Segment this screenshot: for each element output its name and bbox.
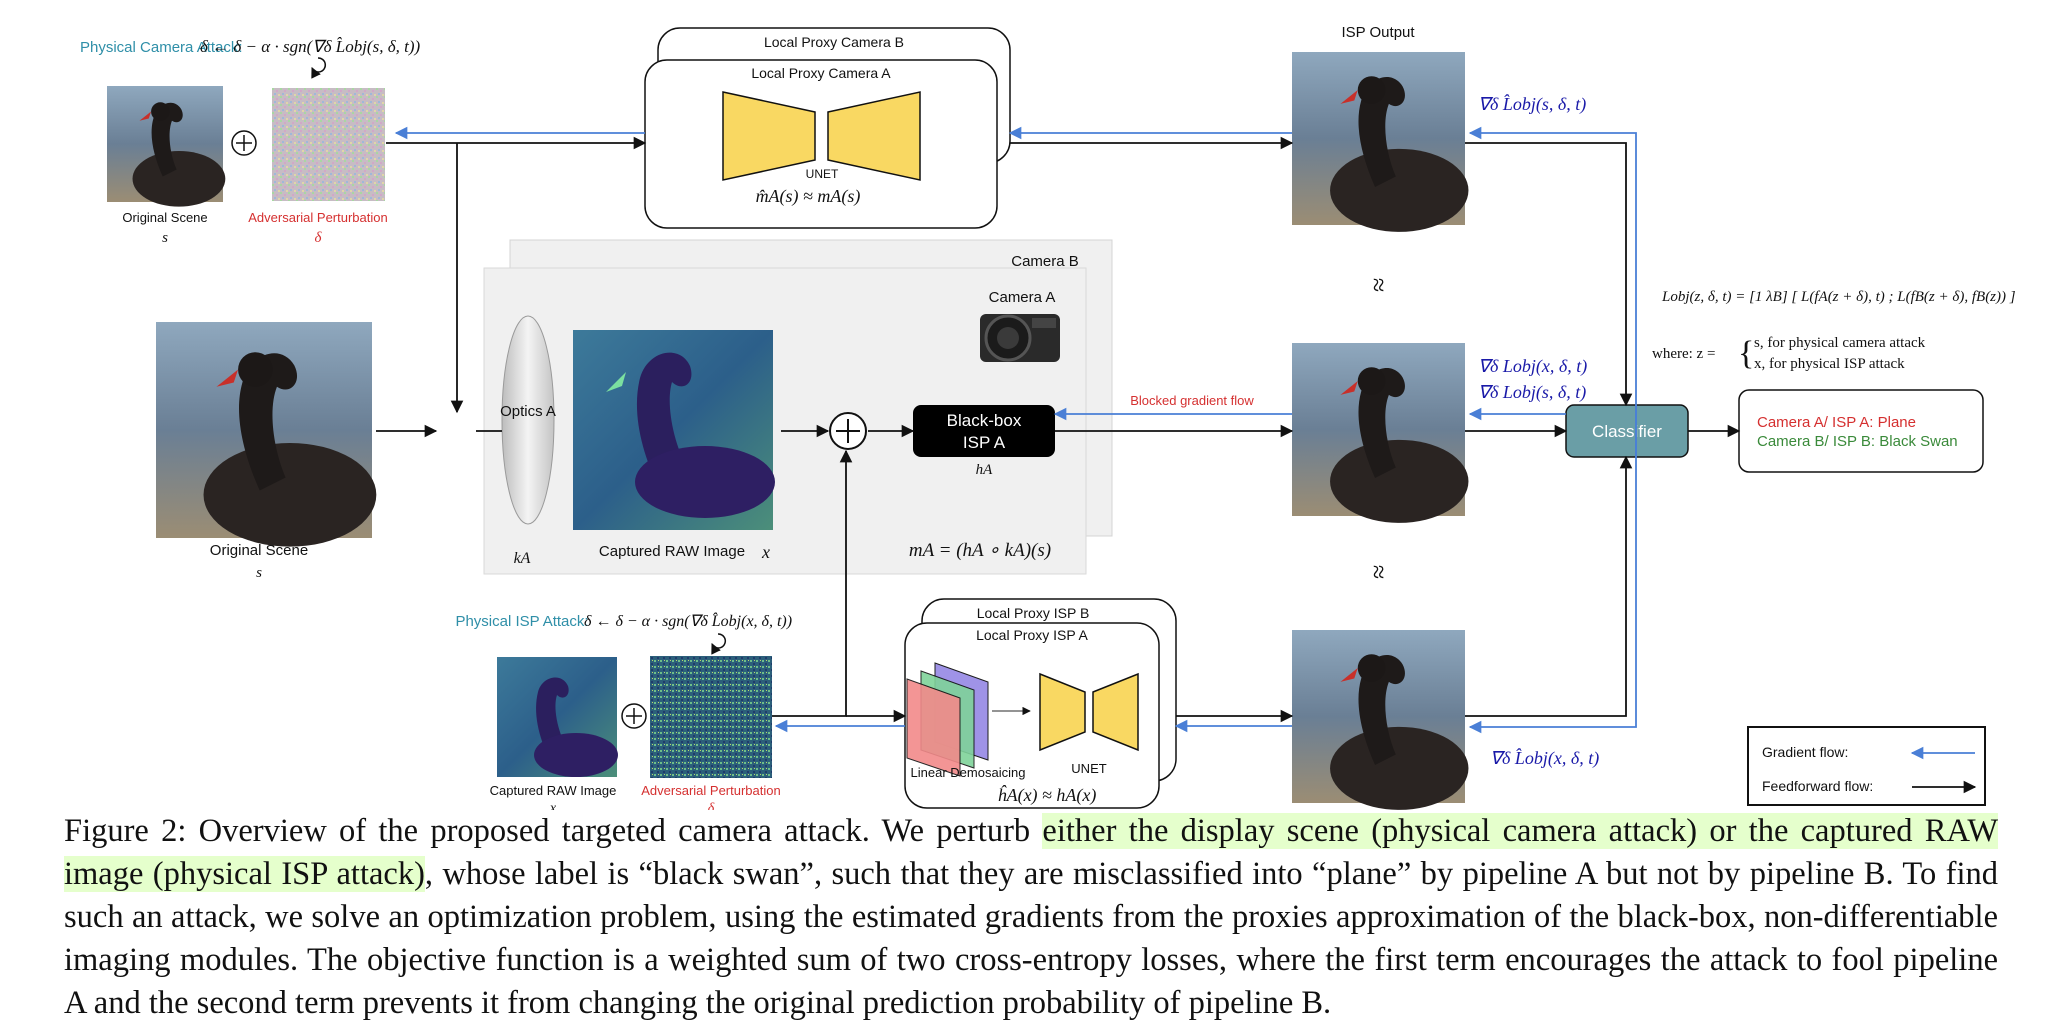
camera-update-rule: δ ← δ − α · sgn(∇δ L̂obj(s, δ, t))	[200, 37, 420, 56]
proxy-isp-a-label: Local Proxy ISP A	[976, 627, 1088, 643]
composition-formula: mA = (hA ∘ kA)(s)	[909, 540, 1051, 561]
gradient-label-bottom: ∇δ L̂obj(x, δ, t)	[1490, 748, 1599, 769]
objective-line: Lobj(z, δ, t) = [1 λB] [ L(fA(z + δ), t)…	[1661, 289, 2016, 305]
isp-attack-title: Physical ISP Attack:	[455, 613, 588, 630]
main-scene-label: Original Scene	[210, 542, 308, 559]
isp-raw-thumbnail	[497, 657, 618, 777]
raw-image-symbol: x	[761, 542, 770, 562]
proxy-camera-formula: m̂A(s) ≈ mA(s)	[756, 186, 861, 207]
demosaic-label: Linear Demosaicing	[911, 765, 1026, 780]
original-scene-label: Original Scene	[122, 210, 207, 225]
isp-symbol: hA	[976, 462, 994, 478]
proxy-isp-formula: ĥA(x) ≈ hA(x)	[998, 784, 1097, 806]
black-box-isp	[913, 405, 1055, 457]
original-scene-symbol: s	[162, 230, 168, 246]
gradient-flows	[394, 126, 1637, 734]
figure-caption: Figure 2: Overview of the proposed targe…	[64, 810, 1998, 1025]
isp-output-camera-image	[1292, 52, 1469, 232]
main-scene-symbol: s	[256, 565, 262, 581]
original-scene-thumbnail	[107, 86, 226, 207]
objective-case-1: s, for physical camera attack	[1754, 335, 1926, 351]
proxy-camera-b-label: Local Proxy Camera B	[764, 34, 904, 50]
isp-perturbation-symbol: δ	[708, 801, 715, 810]
optics-symbol: kA	[514, 550, 531, 567]
caption-part-2: , whose label is “black swan”, such that…	[64, 856, 1998, 1021]
gradient-label-top: ∇δ L̂obj(s, δ, t)	[1478, 94, 1586, 115]
proxy-camera-unet-label: UNET	[806, 167, 839, 181]
classifier-label: Classifier	[1592, 422, 1662, 441]
perturbation-label: Adversarial Perturbation	[248, 210, 387, 225]
optics-lens-shape	[501, 315, 555, 525]
isp-update-rule: δ ← δ − α · sgn(∇δ L̂obj(x, δ, t))	[584, 611, 792, 630]
camera-icon	[980, 314, 1060, 362]
demosaic-stack-icon	[906, 662, 989, 777]
isp-output-title: ISP Output	[1341, 24, 1415, 41]
proxy-isp-unet-encoder	[1039, 672, 1086, 752]
objective-where: where: z =	[1652, 346, 1715, 362]
proxy-isp-unet-decoder	[1092, 672, 1139, 752]
proxy-camera-a-label: Local Proxy Camera A	[751, 65, 891, 81]
classifier-output-b: Camera B/ ISP B: Black Swan	[1757, 433, 1958, 450]
optics-label: Optics A	[500, 403, 556, 420]
isp-perturbation-label: Adversarial Perturbation	[641, 783, 780, 798]
gradient-label-mid-2: ∇δ Lobj(s, δ, t)	[1478, 382, 1586, 403]
raw-image-label: Captured RAW Image	[599, 543, 745, 560]
perturbation-symbol: δ	[315, 230, 323, 246]
unet-decoder-shape	[827, 91, 921, 181]
main-original-scene-image	[156, 322, 377, 547]
isp-label-2: ISP A	[963, 433, 1006, 452]
isp-label-1: Black-box	[947, 411, 1022, 430]
isp-raw-symbol: x	[549, 801, 557, 810]
iterate-arrow-icon	[311, 57, 327, 79]
camera-a-label: Camera A	[989, 289, 1056, 306]
brace-icon: {	[1738, 335, 1754, 372]
feedforward-flows	[376, 136, 1741, 723]
legend-box	[1747, 726, 1986, 806]
captured-raw-image	[573, 330, 775, 530]
iterate-arrow-icon	[711, 633, 727, 655]
legend-feedforward-label: Feedforward flow:	[1762, 778, 1873, 794]
gradient-label-mid-1: ∇δ Lobj(x, δ, t)	[1478, 356, 1587, 377]
proxy-isp-b-label: Local Proxy ISP B	[977, 605, 1090, 621]
isp-perturbation-thumbnail	[650, 656, 772, 778]
isp-raw-label: Captured RAW Image	[490, 783, 617, 798]
isp-output-isp-image	[1292, 630, 1469, 810]
camera-attack-title: Physical Camera Attack:	[80, 39, 243, 56]
classifier-output-a: Camera A/ ISP A: Plane	[1757, 414, 1916, 431]
camera-b-label: Camera B	[1011, 253, 1079, 270]
unet-encoder-shape	[722, 91, 816, 181]
legend-gradient-label: Gradient flow:	[1762, 744, 1848, 760]
pipeline-diagram: Physical Camera Attack: δ ← δ − α · sgn(…	[80, 24, 2016, 810]
adversarial-perturbation-thumbnail	[272, 88, 385, 201]
isp-output-main-image	[1292, 343, 1469, 523]
caption-part-1: Figure 2: Overview of the proposed targe…	[64, 813, 1043, 849]
approx-symbol-bottom: ≈	[1364, 565, 1393, 579]
proxy-isp-unet-label: UNET	[1071, 761, 1106, 776]
objective-case-2: x, for physical ISP attack	[1754, 356, 1905, 372]
approx-symbol-top: ≈	[1364, 278, 1393, 292]
blocked-gradient-label: Blocked gradient flow	[1130, 393, 1254, 408]
classifier-output-box	[1738, 389, 1984, 473]
